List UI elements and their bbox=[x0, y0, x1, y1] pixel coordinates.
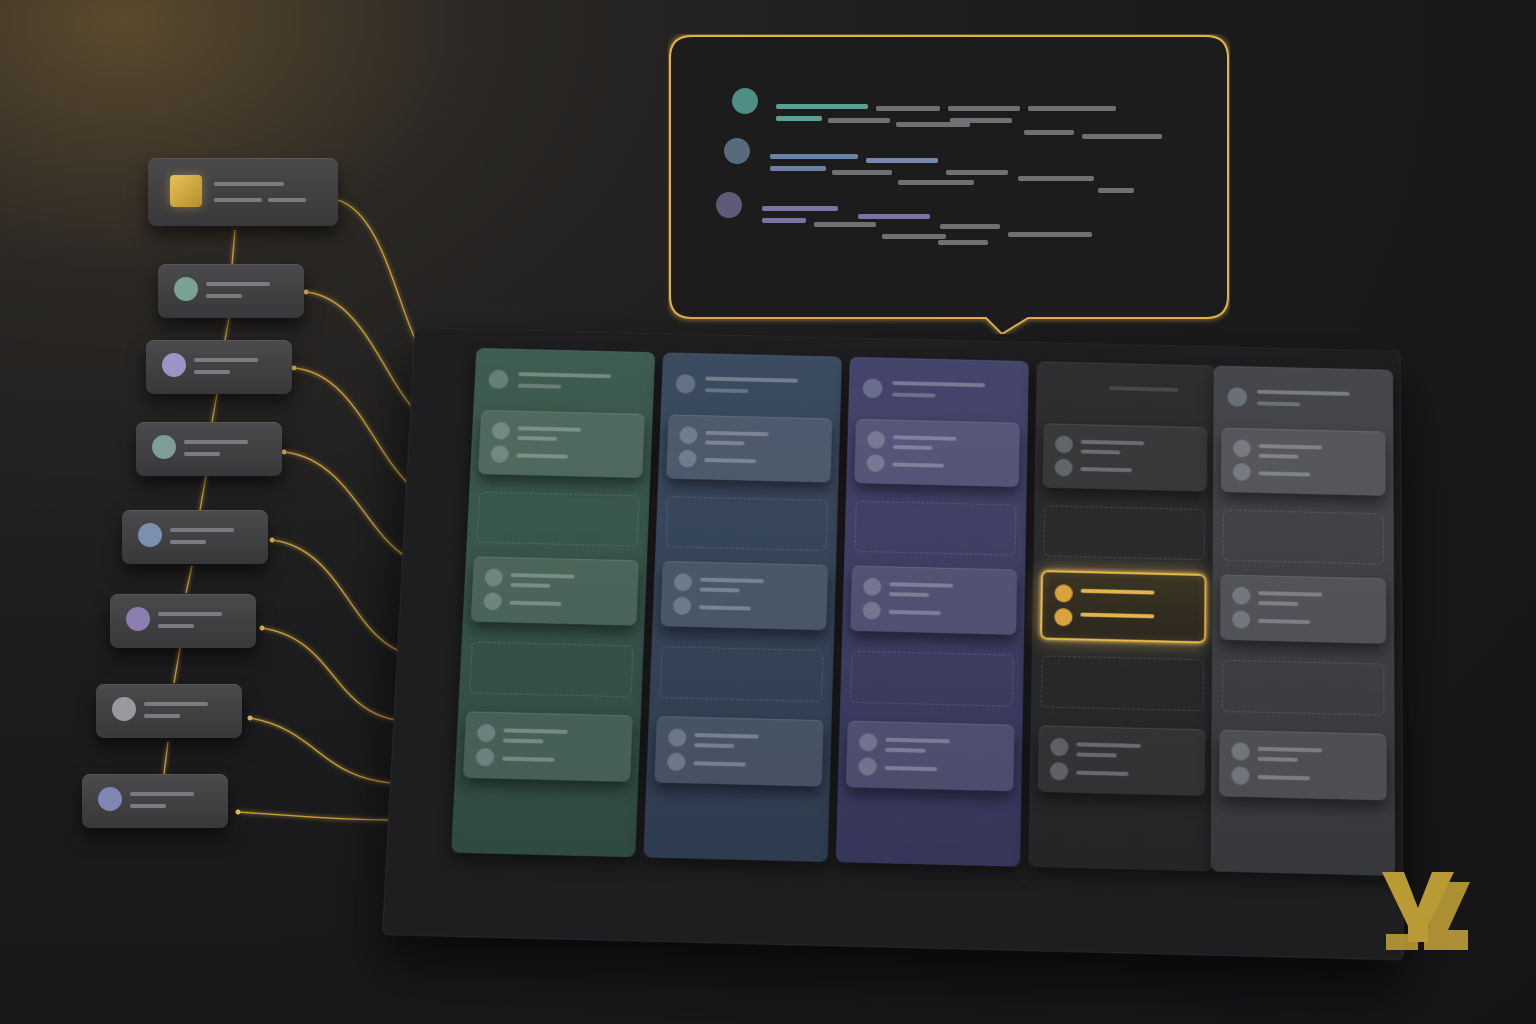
circle-icon bbox=[491, 421, 511, 440]
square-icon bbox=[170, 175, 202, 207]
column-header bbox=[1227, 381, 1379, 418]
task-card[interactable] bbox=[1037, 725, 1206, 797]
task-card[interactable] bbox=[660, 560, 829, 631]
stack-node-7[interactable] bbox=[96, 684, 242, 738]
circle-icon bbox=[1054, 584, 1073, 603]
circle-icon bbox=[174, 277, 198, 301]
circle-icon bbox=[476, 723, 496, 743]
circle-icon bbox=[483, 592, 503, 611]
wire-8 bbox=[237, 811, 399, 821]
kanban-board bbox=[381, 327, 1404, 961]
circle-icon bbox=[1049, 761, 1069, 781]
circle-icon bbox=[126, 607, 150, 631]
circle-icon bbox=[1054, 607, 1073, 627]
avatar-icon bbox=[724, 138, 750, 164]
stack-node-8[interactable] bbox=[82, 774, 228, 828]
avatar-icon bbox=[716, 192, 742, 218]
task-card[interactable] bbox=[654, 716, 824, 787]
wire-7 bbox=[249, 717, 407, 785]
stack-node-4[interactable] bbox=[136, 422, 282, 476]
circle-icon bbox=[667, 728, 687, 747]
stack-node-5[interactable] bbox=[122, 510, 268, 564]
circle-icon bbox=[1227, 387, 1248, 407]
circle-icon bbox=[1231, 742, 1250, 761]
avatar-icon bbox=[732, 88, 758, 114]
empty-slot[interactable] bbox=[476, 491, 640, 547]
column-header bbox=[488, 364, 641, 400]
circle-icon bbox=[672, 596, 692, 616]
circle-icon bbox=[475, 747, 495, 767]
circle-icon bbox=[863, 577, 882, 596]
circle-icon bbox=[678, 449, 697, 468]
circle-icon bbox=[862, 601, 881, 620]
circle-icon bbox=[858, 733, 878, 752]
y-monogram-logo bbox=[1378, 868, 1474, 956]
task-card[interactable] bbox=[1042, 423, 1208, 492]
task-card[interactable] bbox=[1219, 729, 1387, 801]
circle-icon bbox=[675, 373, 696, 394]
board-column-4[interactable] bbox=[1028, 361, 1216, 872]
stack-node-1[interactable] bbox=[148, 158, 338, 226]
circle-icon bbox=[1233, 439, 1251, 458]
circle-icon bbox=[490, 445, 510, 464]
task-card[interactable] bbox=[666, 414, 833, 483]
circle-icon bbox=[862, 378, 883, 399]
circle-icon bbox=[1050, 737, 1069, 757]
stack-node-2[interactable] bbox=[158, 264, 304, 318]
empty-slot[interactable] bbox=[1040, 655, 1204, 712]
circle-icon bbox=[112, 697, 136, 721]
task-card[interactable] bbox=[845, 720, 1015, 792]
empty-slot[interactable] bbox=[1221, 659, 1385, 716]
circle-icon bbox=[867, 430, 886, 449]
column-header bbox=[862, 373, 1014, 409]
stack-link bbox=[163, 229, 236, 775]
wire-6 bbox=[261, 627, 415, 723]
task-card[interactable] bbox=[478, 409, 645, 478]
task-card[interactable] bbox=[1220, 427, 1386, 496]
circle-icon bbox=[1232, 462, 1251, 481]
circle-icon bbox=[866, 454, 885, 473]
column-header bbox=[1050, 377, 1202, 413]
circle-icon bbox=[138, 523, 162, 547]
task-card[interactable] bbox=[1220, 574, 1387, 644]
circle-icon bbox=[98, 787, 122, 811]
circle-icon bbox=[152, 435, 176, 459]
task-card[interactable] bbox=[850, 565, 1018, 635]
column-header bbox=[675, 368, 828, 404]
empty-slot[interactable] bbox=[1222, 509, 1384, 565]
task-card[interactable] bbox=[854, 418, 1020, 488]
circle-icon bbox=[1054, 435, 1074, 454]
empty-slot[interactable] bbox=[665, 496, 828, 552]
circle-icon bbox=[1232, 586, 1251, 605]
circle-icon bbox=[858, 757, 877, 776]
circle-icon bbox=[673, 573, 693, 592]
empty-slot[interactable] bbox=[850, 650, 1014, 707]
circle-icon bbox=[666, 752, 686, 772]
task-card[interactable] bbox=[462, 711, 633, 782]
circle-icon bbox=[1231, 766, 1250, 785]
logo-mark bbox=[1382, 872, 1470, 950]
board-column-1[interactable] bbox=[451, 348, 656, 858]
selected-task-card[interactable] bbox=[1040, 570, 1207, 644]
circle-icon bbox=[162, 353, 186, 377]
circle-icon bbox=[1054, 458, 1073, 477]
message-bubble bbox=[668, 34, 1230, 334]
task-card[interactable] bbox=[470, 556, 640, 626]
empty-slot[interactable] bbox=[854, 500, 1017, 556]
stack-node-6[interactable] bbox=[110, 594, 256, 648]
circle-icon bbox=[679, 426, 698, 445]
board-column-3[interactable] bbox=[835, 356, 1029, 867]
board-column-5[interactable] bbox=[1210, 365, 1396, 876]
empty-slot[interactable] bbox=[659, 646, 824, 703]
empty-slot[interactable] bbox=[1043, 505, 1205, 561]
empty-slot[interactable] bbox=[469, 641, 634, 698]
stack-node-3[interactable] bbox=[146, 340, 292, 394]
circle-icon bbox=[484, 568, 504, 587]
circle-icon bbox=[1232, 610, 1251, 629]
circle-icon bbox=[488, 369, 509, 390]
board-column-2[interactable] bbox=[643, 352, 842, 862]
